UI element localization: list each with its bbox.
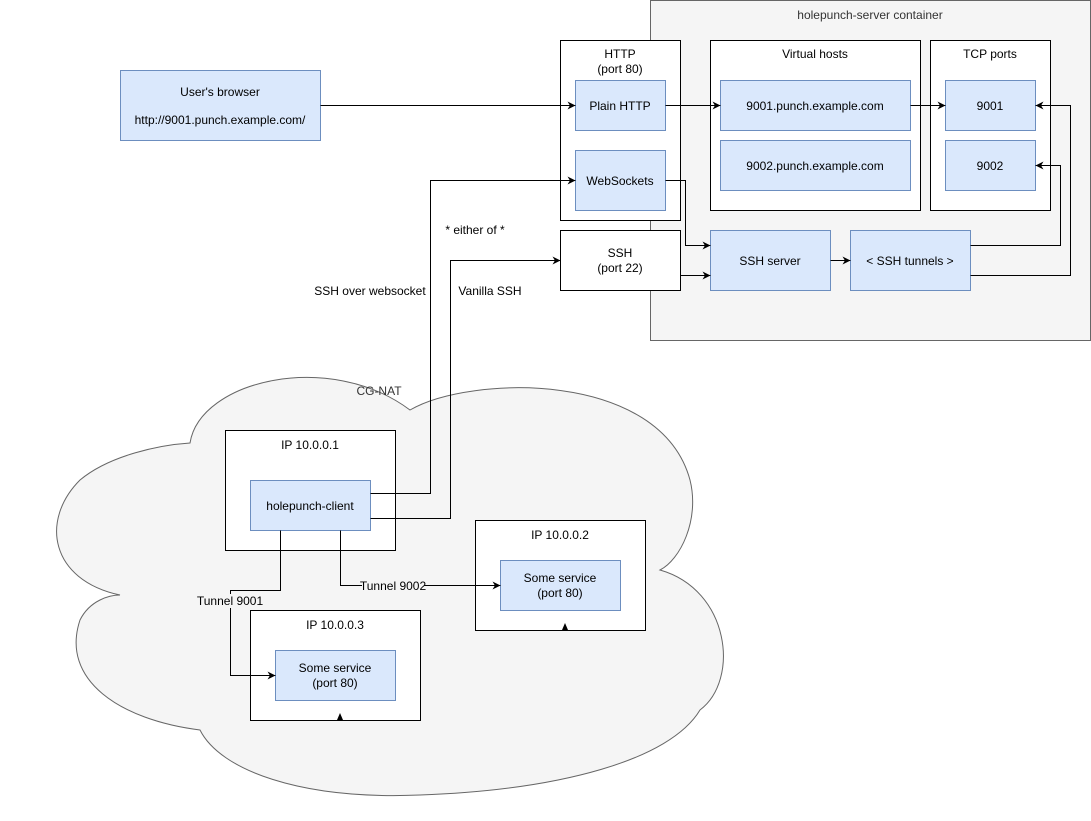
tunnel-9001-label: Tunnel 9001 [197, 594, 264, 608]
holepunch-client-label: holepunch-client [266, 499, 354, 513]
tunnel-9001-label-bg [199, 594, 262, 608]
vhost-9001-box [720, 80, 911, 131]
ssh-server-box [710, 230, 831, 291]
ssh-server-node: SSH server [710, 230, 831, 291]
service-10-0-0-3-port: (port 80) [312, 676, 357, 690]
port-9002-label: 9002 [977, 159, 1004, 173]
service-10-0-0-3-box [275, 650, 396, 701]
ssh-group-title: SSH [608, 246, 633, 260]
host-10-0-0-3-marker-icon [337, 713, 343, 720]
tcp-ports-title: TCP ports [963, 47, 1017, 61]
host-10-0-0-2-title: IP 10.0.0.2 [531, 528, 589, 542]
http-group: HTTP (port 80) Plain HTTP WebSockets [560, 40, 681, 221]
host-10-0-0-2: IP 10.0.0.2 Some service (port 80) [475, 520, 646, 631]
host-10-0-0-1: IP 10.0.0.1 holepunch-client [225, 430, 396, 551]
tcp-ports-group: TCP ports 9001 9002 [930, 40, 1051, 211]
websockets-box [575, 150, 666, 211]
browser-title: User's browser [180, 85, 260, 99]
virtual-hosts-group: Virtual hosts 9001.punch.example.com 900… [710, 40, 921, 211]
virtual-hosts-title: Virtual hosts [782, 47, 848, 61]
http-group-port: (port 80) [597, 62, 642, 76]
edge-tunnel-9002 [340, 530, 501, 590]
host-10-0-0-1-title: IP 10.0.0.1 [281, 438, 339, 452]
ssh-tunnels-node: < SSH tunnels > [850, 230, 971, 291]
edges [230, 101, 1071, 680]
websockets-label: WebSockets [586, 174, 653, 188]
service-10-0-0-2-box [500, 560, 621, 611]
vhost-9002-label: 9002.punch.example.com [746, 159, 883, 173]
host-10-0-0-3: IP 10.0.0.3 Some service (port 80) [250, 610, 421, 721]
tunnel-9002-label: Tunnel 9002 [360, 579, 427, 593]
ssh-tunnels-box [850, 230, 971, 291]
edge-client-to-ssh [370, 256, 561, 519]
tunnel-9002-label-bg [362, 578, 424, 592]
cgnat-label: CG-NAT [356, 384, 402, 398]
host-10-0-0-3-title: IP 10.0.0.3 [306, 618, 364, 632]
ssh-group: SSH (port 22) [560, 230, 681, 291]
ssh-server-label: SSH server [739, 254, 800, 268]
edge-client-to-websockets [370, 176, 576, 494]
service-10-0-0-2-name: Some service [524, 571, 597, 585]
browser-box [120, 70, 321, 141]
service-10-0-0-3-name: Some service [299, 661, 372, 675]
edge-tunnels-to-port-9001 [970, 101, 1071, 276]
browser-node: User's browser http://9001.punch.example… [120, 70, 321, 141]
ssh-over-websocket-label: SSH over websocket [314, 284, 426, 298]
browser-url: http://9001.punch.example.com/ [135, 113, 306, 127]
port-9001-box [945, 80, 1036, 131]
ssh-group-box [560, 230, 681, 291]
ssh-group-port: (port 22) [597, 261, 642, 275]
edge-tunnel-9001 [230, 530, 281, 680]
edge-websockets-to-ssh-server [665, 180, 711, 250]
host-10-0-0-2-marker-icon [562, 623, 568, 630]
ssh-tunnels-label: < SSH tunnels > [866, 254, 953, 268]
server-container-title: holepunch-server container [797, 8, 942, 22]
port-9002-box [945, 140, 1036, 191]
edge-labels: * either of * SSH over websocket Vanilla… [197, 223, 522, 608]
either-of-label: * either of * [445, 223, 505, 237]
plain-http-label: Plain HTTP [589, 99, 650, 113]
vanilla-ssh-label: Vanilla SSH [458, 284, 521, 298]
vhost-9001-label: 9001.punch.example.com [746, 99, 883, 113]
service-10-0-0-2-port: (port 80) [537, 586, 582, 600]
http-group-title: HTTP [604, 47, 635, 61]
edge-tunnels-to-port-9002 [970, 161, 1061, 246]
holepunch-client-box [250, 480, 371, 531]
vhost-9002-box [720, 140, 911, 191]
port-9001-label: 9001 [977, 99, 1004, 113]
